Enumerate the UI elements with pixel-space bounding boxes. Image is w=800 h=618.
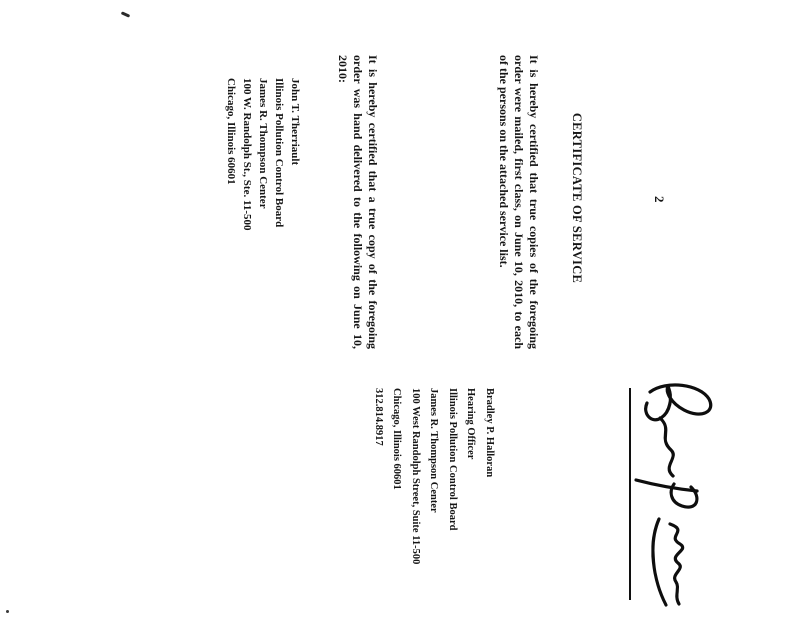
signer-info-block: Bradley P. Halloran Hearing Officer Illi… bbox=[369, 388, 499, 564]
page-number: 2 bbox=[652, 196, 667, 203]
recipient-line-5: Chicago, Illinois 60601 bbox=[225, 78, 237, 185]
scan-artifact bbox=[6, 610, 9, 613]
signer-building: James R. Thompson Center bbox=[428, 388, 440, 513]
recipient-line-3: James R. Thompson Center bbox=[257, 78, 269, 209]
signer-city: Chicago, Illinois 60601 bbox=[391, 388, 403, 490]
certification-paragraph-mailed: It is hereby certified that true copies … bbox=[497, 55, 541, 349]
recipient-address-block: John T. Therriault Illinois Pollution Co… bbox=[223, 78, 303, 231]
recipient-line-1: John T. Therriault bbox=[289, 78, 301, 166]
certification-paragraph-hand-delivered: It is hereby certified that a true copy … bbox=[336, 55, 380, 349]
signer-name: Bradley P. Halloran bbox=[484, 388, 495, 478]
recipient-line-4: 100 W. Randolph St., Ste. 11-500 bbox=[241, 78, 253, 231]
document-title: CERTIFICATE OF SERVICE bbox=[570, 112, 584, 284]
signer-org: Illinois Pollution Control Board bbox=[447, 388, 458, 531]
signature-line bbox=[629, 388, 631, 600]
handwritten-signature bbox=[634, 383, 713, 607]
signer-title: Hearing Officer bbox=[465, 388, 477, 460]
signer-phone: 312.814.8917 bbox=[373, 388, 384, 446]
signer-street: 100 West Randolph Street, Suite 11-500 bbox=[410, 388, 421, 565]
recipient-line-2: Illinois Pollution Control Board bbox=[273, 78, 285, 228]
